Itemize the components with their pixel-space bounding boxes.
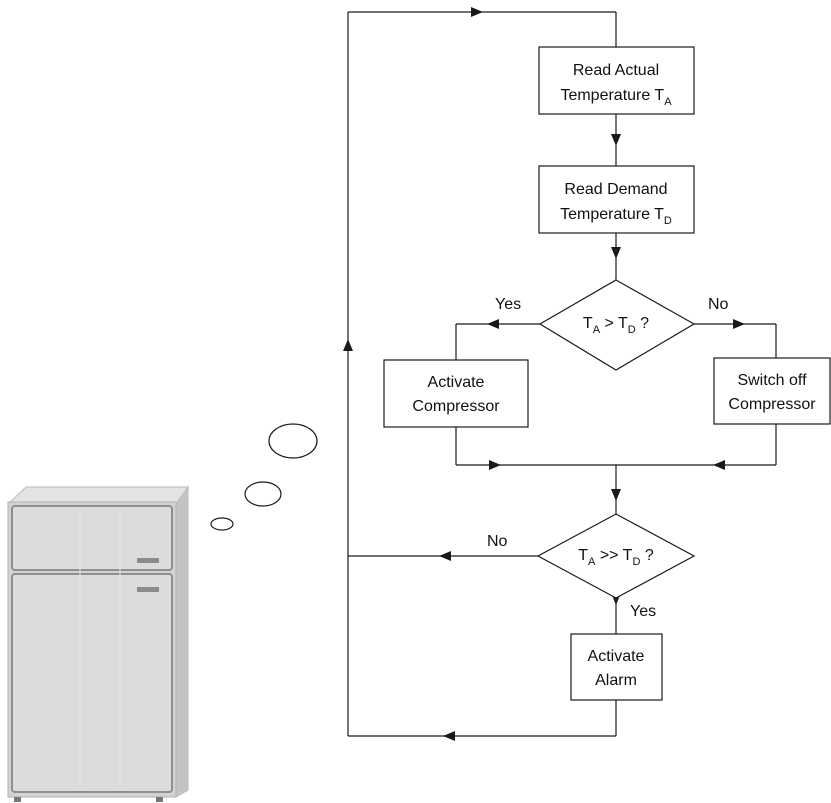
step-text: Temperature T [560,206,664,223]
thought-bubble-small [210,517,234,531]
branch-label-no: No [708,296,729,313]
fridge-foot [14,797,21,802]
step-text: Activate [428,374,485,391]
subscript: A [664,96,672,108]
step-box [538,46,695,115]
branch-label-yes: Yes [495,296,521,313]
svg-text:Read Actual: Read Actual [573,62,659,79]
step-text: Temperature T [560,87,664,104]
step-box [538,165,695,234]
fridge-top [6,486,189,505]
step-text: Compressor [412,398,500,415]
step-box [713,357,831,425]
step-read-demand-temperature: Read Demand Temperature TD [538,165,695,234]
step-box [383,359,529,428]
step-box [570,633,663,701]
freezer-handle [137,558,159,563]
thought-bubble-medium [244,481,282,507]
svg-text:Read Demand: Read Demand [564,181,667,198]
step-switch-off-compressor: Switch off Compressor [713,357,831,425]
step-text: Read Actual [573,62,659,79]
decision-compare-temperature: TA > TD ? [538,279,696,371]
step-text: Activate [588,648,645,665]
step-text: Switch off [737,372,807,389]
svg-text:Temperature TA: Temperature TA [560,87,672,108]
fridge-side [175,485,189,798]
decision-text: TA > TD ? [583,315,649,336]
decision-alarm-check: TA >> TD ? [536,513,696,599]
branch-label-yes: Yes [630,603,656,620]
fridge-foot [156,797,163,802]
decision-diamond [536,513,696,599]
door-handle [137,587,159,592]
branch-label-no: No [487,533,508,550]
step-activate-compressor: Activate Compressor [383,359,529,428]
step-text: Alarm [595,672,637,689]
thought-bubble-large [268,423,318,459]
thought-bubble-icon [210,423,318,531]
step-text: Compressor [728,396,816,413]
step-read-actual-temperature: Read Actual Temperature TA [538,46,695,115]
step-text: Read Demand [564,181,667,198]
step-activate-alarm: Activate Alarm [570,633,663,701]
main-door [11,573,173,793]
decision-diamond [538,279,696,371]
refrigerator-icon [6,485,189,802]
subscript: D [664,215,672,227]
freezer-door [11,505,173,571]
svg-text:Temperature TD: Temperature TD [560,206,672,227]
decision-text: TA >> TD ? [578,547,654,568]
